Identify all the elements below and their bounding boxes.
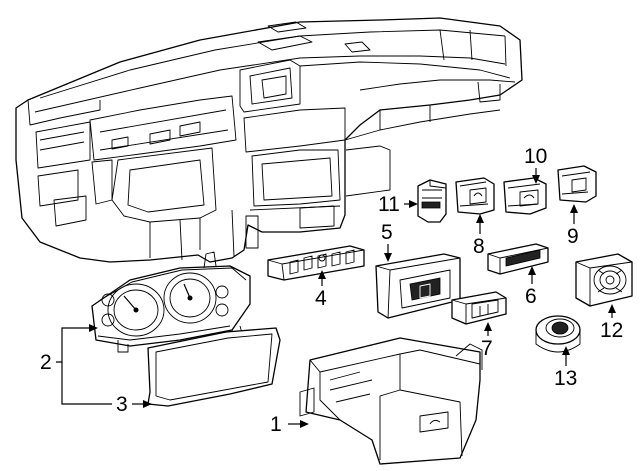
callout-12: 12 — [600, 319, 624, 342]
part-1-glovebox — [299, 337, 483, 465]
part-3-cluster-lens — [147, 327, 281, 407]
callout-13: 13 — [554, 367, 578, 390]
leader-lines — [56, 168, 616, 428]
callout-5: 5 — [381, 221, 393, 244]
callout-8: 8 — [473, 235, 485, 258]
part-9-switch — [557, 165, 597, 203]
part-4-switch-panel — [267, 245, 365, 281]
part-11-switch — [417, 179, 447, 223]
instrument-panel — [15, 17, 523, 263]
part-8-switch — [455, 177, 495, 215]
part-10-switch — [503, 177, 547, 215]
part-7-switch — [451, 291, 507, 325]
callout-1: 1 — [270, 413, 282, 436]
callout-6: 6 — [525, 285, 537, 308]
callout-4: 4 — [315, 287, 327, 310]
part-2-instrument-cluster — [91, 251, 251, 353]
part-13-start-button — [535, 315, 581, 353]
callout-9: 9 — [567, 225, 579, 248]
callout-7: 7 — [481, 337, 493, 360]
part-12-rotary-switch — [575, 253, 633, 307]
part-5-display-unit — [375, 253, 461, 319]
callout-2: 2 — [40, 351, 52, 374]
callout-11: 11 — [378, 193, 400, 216]
part-6-switch-bar — [487, 243, 549, 275]
callout-10: 10 — [524, 145, 548, 168]
callout-3: 3 — [116, 393, 128, 416]
